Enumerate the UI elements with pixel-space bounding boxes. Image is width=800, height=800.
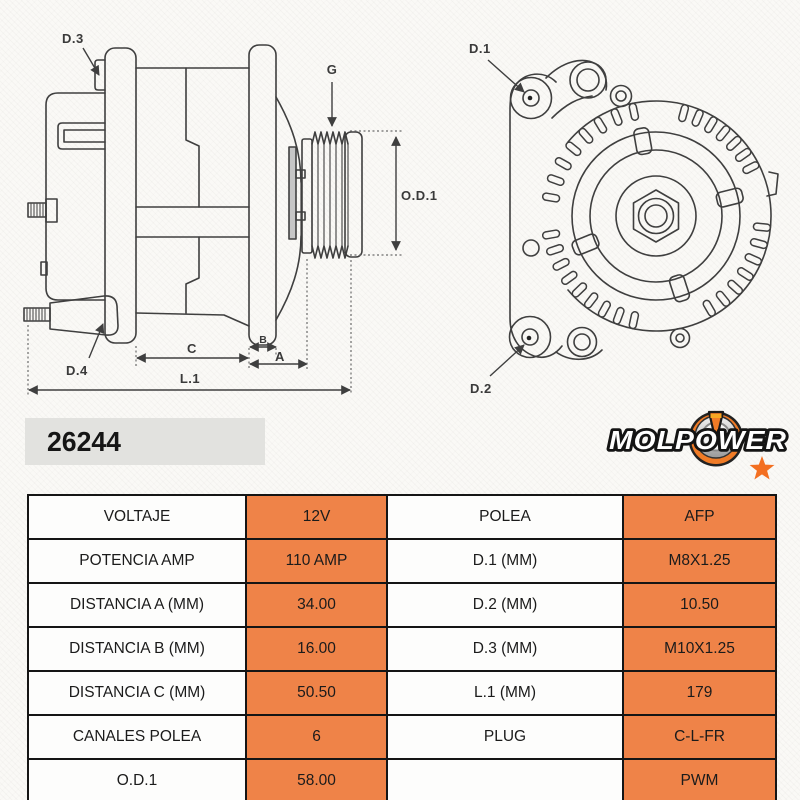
spec-cell-r0-c3: AFP (622, 494, 777, 540)
spec-cell-r3-c2: D.3 (MM) (386, 626, 624, 672)
spec-cell-r5-c3: C-L-FR (622, 714, 777, 760)
side-view-dimensions (28, 47, 401, 395)
spec-cell-r5-c0: CANALES POLEA (27, 714, 247, 760)
spec-cell-r4-c2: L.1 (MM) (386, 670, 624, 716)
label-d1: D.1 (469, 41, 491, 56)
brand-name: MOLPOWER (609, 425, 787, 455)
spec-cell-r4-c1: 50.50 (245, 670, 388, 716)
spec-cell-r3-c1: 16.00 (245, 626, 388, 672)
spec-cell-r1-c3: M8X1.25 (622, 538, 777, 584)
part-number-plate: 26244 (25, 418, 265, 465)
spec-cell-r1-c2: D.1 (MM) (386, 538, 624, 584)
front-view-pointers (487, 59, 525, 377)
label-a: A (275, 349, 285, 364)
brand-logo: MOLPOWER (606, 410, 789, 480)
spec-cell-r6-c1: 58.00 (245, 758, 388, 800)
side-view-leader-lines (27, 130, 402, 395)
spec-cell-r3-c3: M10X1.25 (622, 626, 777, 672)
spec-cell-r0-c1: 12V (245, 494, 388, 540)
spec-cell-r5-c1: 6 (245, 714, 388, 760)
spec-cell-r6-c3: PWM (622, 758, 777, 800)
spec-cell-r2-c0: DISTANCIA A (MM) (27, 582, 247, 628)
spec-cell-r4-c0: DISTANCIA C (MM) (27, 670, 247, 716)
label-d3: D.3 (62, 31, 84, 46)
label-g: G (327, 62, 338, 77)
label-d2: D.2 (470, 381, 492, 396)
spec-cell-r5-c2: PLUG (386, 714, 624, 760)
logo-emblem-icon (688, 410, 744, 467)
spec-cell-r3-c0: DISTANCIA B (MM) (27, 626, 247, 672)
spec-cell-r4-c3: 179 (622, 670, 777, 716)
label-l1: L.1 (180, 371, 200, 386)
spec-cell-r1-c1: 110 AMP (245, 538, 388, 584)
spec-cell-r2-c3: 10.50 (622, 582, 777, 628)
star-icon (749, 456, 775, 480)
side-view-drawing (23, 44, 363, 346)
spec-cell-r0-c0: VOLTAJE (27, 494, 247, 540)
spec-cell-r1-c0: POTENCIA AMP (27, 538, 247, 584)
front-view-drawing (508, 59, 779, 361)
technical-drawings: D.3 G O.D.1 D.4 C B A L.1 (23, 31, 779, 396)
label-b: B (259, 334, 267, 346)
label-d4: D.4 (66, 363, 88, 378)
spec-cell-r6-c2 (386, 758, 624, 800)
part-number: 26244 (47, 425, 121, 457)
spec-cell-r0-c2: POLEA (386, 494, 624, 540)
label-od1: O.D.1 (401, 188, 437, 203)
spec-cell-r2-c2: D.2 (MM) (386, 582, 624, 628)
label-c: C (187, 341, 197, 356)
d1-target-dot (527, 95, 533, 101)
spec-cell-r2-c1: 34.00 (245, 582, 388, 628)
spec-cell-r6-c0: O.D.1 (27, 758, 247, 800)
vent-slots (541, 102, 772, 330)
d2-target-dot (526, 335, 532, 341)
